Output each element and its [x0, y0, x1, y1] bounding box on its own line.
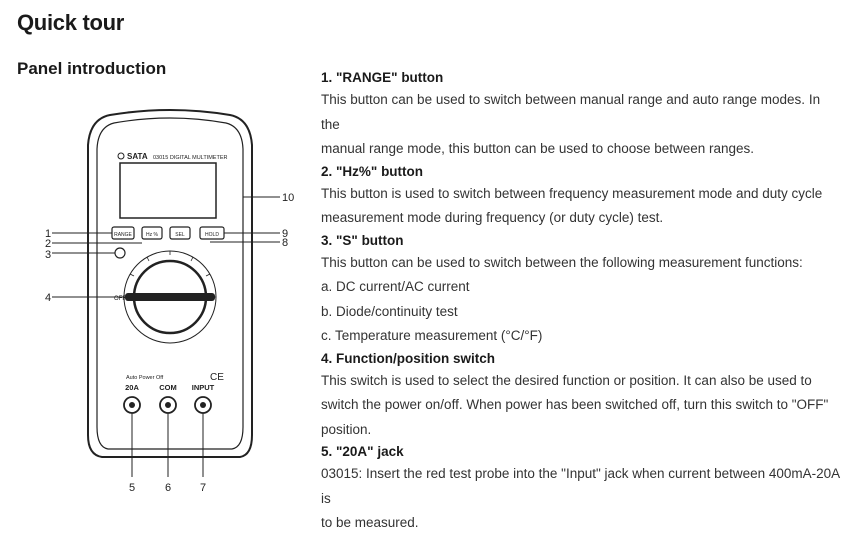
multimeter-figure: SATA 03015 DIGITAL MULTIMETER RANGE Hz %… — [40, 105, 310, 505]
item-range: 1. "RANGE" button This button can be use… — [321, 68, 841, 162]
item-title: 5. "20A" jack — [321, 444, 404, 459]
sel-button[interactable] — [169, 226, 191, 240]
item-switch: 4. Function/position switch This switch … — [321, 349, 841, 443]
item-line: position. — [321, 421, 372, 437]
item-title: 1. "RANGE" button — [321, 70, 444, 85]
range-button-label: RANGE — [114, 232, 132, 238]
s-button[interactable] — [114, 247, 126, 259]
item-hz: 2. "Hz%" button This button is used to s… — [321, 162, 841, 231]
callout-8: 8 — [282, 237, 288, 249]
description-column: 1. "RANGE" button This button can be use… — [321, 68, 841, 536]
callout-5: 5 — [129, 482, 135, 494]
callout-4: 4 — [45, 292, 51, 304]
page-title: Quick tour — [17, 10, 125, 35]
item-line: switch the power on/off. When power has … — [321, 397, 829, 412]
jack-com-label: COM — [159, 383, 177, 392]
jack-20a-label: 20A — [125, 383, 139, 392]
callout-7: 7 — [200, 482, 206, 494]
item-line: This button can be used to switch betwee… — [321, 254, 803, 270]
item-title: 4. Function/position switch — [321, 350, 495, 366]
item-line: This button is used to switch between fr… — [321, 185, 823, 201]
callout-2: 2 — [45, 238, 51, 250]
item-line: This switch is used to select the desire… — [321, 372, 812, 388]
item-s: 3. "S" button This button can be used to… — [321, 231, 841, 349]
dial-off-label: OFF — [114, 296, 126, 302]
item-title: 2. "Hz%" button — [321, 163, 424, 179]
model-text: 03015 DIGITAL MULTIMETER — [153, 155, 228, 161]
brand-text: SATA — [127, 152, 148, 161]
item-line: c. Temperature measurement (°C/°F) — [321, 328, 543, 343]
item-line: b. Diode/continuity test — [321, 303, 458, 319]
callout-1: 1 — [45, 228, 51, 240]
item-20a: 5. "20A" jack 03015: Insert the red test… — [321, 442, 841, 536]
callout-3: 3 — [45, 249, 51, 261]
jack-input-label: INPUT — [192, 383, 215, 392]
hold-button-label: HOLD — [205, 232, 219, 238]
item-line: to be measured. — [321, 515, 419, 530]
section-title: Panel introduction — [17, 59, 167, 78]
callout-10: 10 — [282, 192, 294, 204]
function-switch-dial[interactable]: OFF — [114, 250, 217, 344]
item-title: 3. "S" button — [321, 232, 404, 248]
callout-6: 6 — [165, 482, 171, 494]
item-line: 03015: Insert the red test probe into th… — [321, 466, 840, 506]
item-line: manual range mode, this button can be us… — [321, 141, 755, 156]
hz-button-label: Hz % — [146, 232, 159, 238]
auto-power-off-label: Auto Power Off — [126, 375, 164, 381]
callout-9: 9 — [282, 228, 288, 240]
item-line: measurement mode during frequency (or du… — [321, 210, 664, 225]
hz-button[interactable] — [141, 226, 163, 240]
ce-mark: CE — [210, 372, 224, 383]
sel-button-label: SEL — [175, 232, 185, 238]
item-line: a. DC current/AC current — [321, 279, 470, 294]
item-line: This button can be used to switch betwee… — [321, 92, 821, 132]
